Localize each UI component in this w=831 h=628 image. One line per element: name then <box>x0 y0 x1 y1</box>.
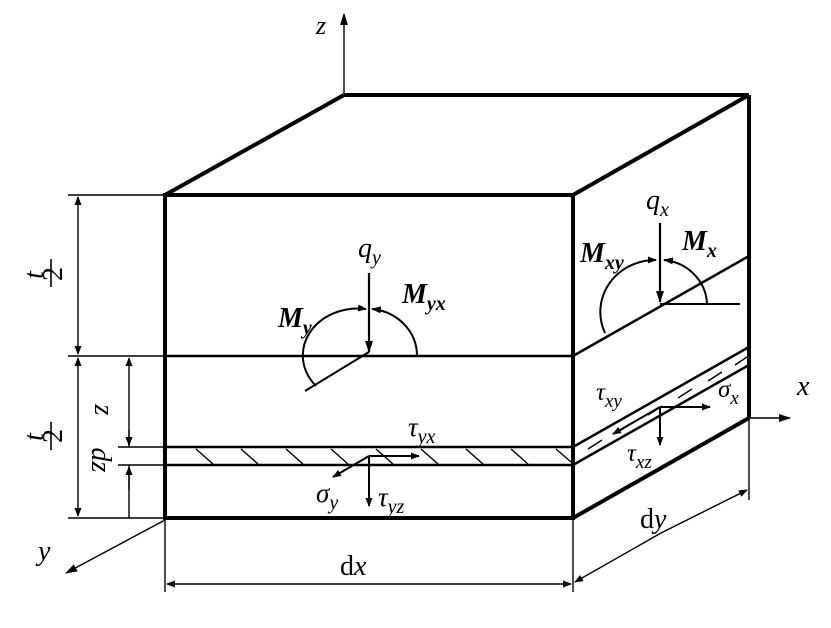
thickness-dimensions <box>68 194 165 519</box>
dx-label: dx <box>340 551 367 582</box>
z-dim-label: z <box>88 404 119 416</box>
Mxy-label: Mxy <box>579 238 624 274</box>
My-label: My <box>277 303 312 339</box>
sigma-x-label: σx <box>718 376 739 409</box>
Mx-moment <box>660 257 740 305</box>
svg-text:t: t <box>19 432 50 441</box>
x-axis-label: x <box>796 371 810 402</box>
qx-label: qx <box>646 185 669 221</box>
tau-yx-label: τyx <box>408 412 436 448</box>
svg-text:t: t <box>19 270 50 279</box>
Mxy-moment <box>599 256 657 334</box>
tau-xy-label: τxy <box>596 379 622 412</box>
Mx-label: Mx <box>681 226 717 262</box>
qy-label: qy <box>358 233 381 269</box>
sigma-y-label: σy <box>316 478 338 514</box>
t-over-2-lower: t 2 <box>19 422 69 450</box>
dy-dimension <box>574 418 750 583</box>
Myx-label: Myx <box>401 279 446 315</box>
svg-text:2: 2 <box>38 267 69 281</box>
dz-dim-label: dz <box>85 448 116 473</box>
dy-label: dy <box>640 504 667 535</box>
middle-surface <box>165 254 750 358</box>
z-axis-label: z <box>315 11 326 40</box>
tau-yz-label: τyz <box>378 482 405 518</box>
svg-text:2: 2 <box>38 429 69 443</box>
layer-side-stresses <box>612 403 711 446</box>
t-over-2-upper: t 2 <box>19 259 69 287</box>
z-dz-dimensions <box>118 357 165 518</box>
dx-dimension <box>164 518 574 592</box>
tau-xz-label: τxz <box>627 440 652 473</box>
y-axis-label: y <box>35 536 51 567</box>
My-moment <box>301 304 370 392</box>
y-axis <box>65 519 166 574</box>
Myx-moment <box>371 306 418 356</box>
layer-front-stresses <box>332 452 420 507</box>
